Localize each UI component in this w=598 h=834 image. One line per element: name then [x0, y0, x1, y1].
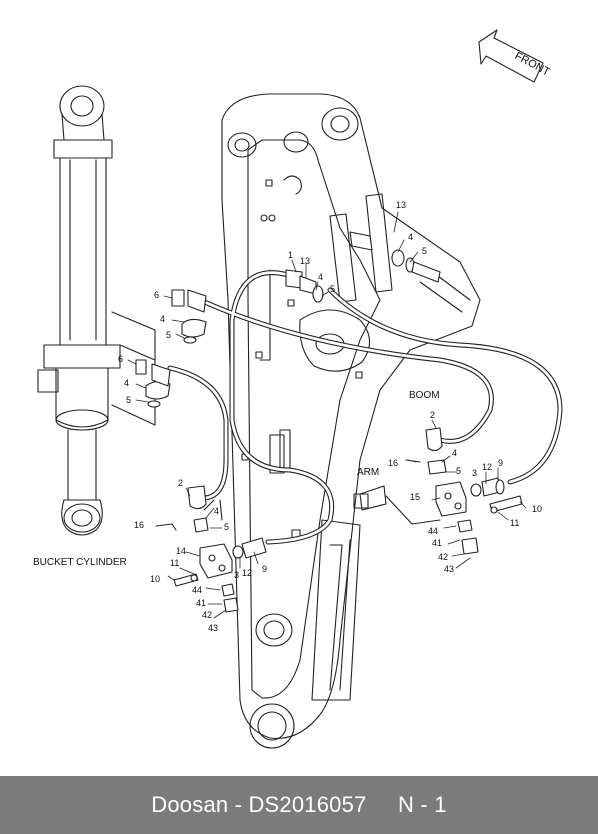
arm-label: ARM [357, 467, 379, 478]
callout-6a: 6 [154, 290, 159, 300]
callout-3-left: 3 [234, 570, 239, 580]
bucket-cylinder-label: BUCKET CYLINDER [33, 557, 127, 568]
callout-9-right: 9 [498, 458, 503, 468]
callout-13b: 13 [396, 200, 406, 210]
callout-4f: 4 [214, 506, 219, 516]
callout-2-right: 2 [430, 410, 435, 420]
callout-4e: 4 [452, 448, 457, 458]
callout-42-left: 42 [202, 610, 212, 620]
callout-5f: 5 [224, 522, 229, 532]
hoses-inner [168, 271, 562, 544]
arm-structure [221, 93, 481, 749]
hydraulic-piping-diagram: FRONT BOOM ARM BUCKET CYLINDER 1 2 2 3 3… [33, 29, 563, 749]
front-arrow [478, 29, 544, 83]
callout-13a: 13 [300, 256, 310, 266]
callout-5b: 5 [422, 246, 427, 256]
footer-bar: Doosan - DS2016057 N - 1 [0, 776, 598, 834]
callout-2-left: 2 [178, 478, 183, 488]
callout-14: 14 [176, 546, 186, 556]
callout-5a: 5 [330, 284, 335, 294]
boom-label: BOOM [409, 390, 440, 401]
right-manifold-group [359, 427, 523, 555]
callout-43-left: 43 [208, 623, 218, 633]
callout-4d: 4 [124, 378, 129, 388]
left-bracket-fittings [135, 289, 207, 408]
bucket-cylinder [37, 85, 156, 536]
callout-5d: 5 [126, 395, 131, 405]
callout-9-left: 9 [262, 564, 267, 574]
callout-4b: 4 [408, 232, 413, 242]
left-manifold-group [155, 485, 267, 613]
front-label: FRONT [513, 50, 552, 79]
callout-1: 1 [288, 250, 293, 260]
leader-lines [127, 211, 527, 619]
callout-44-left: 44 [192, 585, 202, 595]
diagram-area: FRONT BOOM ARM BUCKET CYLINDER 1 2 2 3 3… [33, 29, 563, 749]
callout-41-right: 41 [432, 538, 442, 548]
callout-44-right: 44 [428, 526, 438, 536]
callout-42-right: 42 [438, 552, 448, 562]
callout-5e: 5 [456, 466, 461, 476]
callout-10-right: 10 [532, 504, 542, 514]
top-fittings [285, 231, 441, 303]
footer-part-number: Doosan - DS2016057 N - 1 [151, 792, 447, 817]
callout-41-left: 41 [196, 598, 206, 608]
callout-4c: 4 [160, 314, 165, 324]
callout-11-right: 11 [510, 518, 519, 528]
callout-11-left: 11 [170, 558, 179, 568]
callout-43-right: 43 [444, 564, 454, 574]
callout-4a: 4 [318, 272, 323, 282]
callout-15: 15 [410, 492, 420, 502]
callout-16-left: 16 [134, 520, 144, 530]
callout-12-left: 12 [242, 568, 252, 578]
callout-3-right: 3 [472, 468, 477, 478]
callout-10-left: 10 [150, 574, 160, 584]
callout-5c: 5 [166, 330, 171, 340]
callout-6b: 6 [118, 354, 123, 364]
callout-16-right: 16 [388, 458, 398, 468]
callout-12-right: 12 [482, 462, 492, 472]
part-callouts: 1 2 2 3 3 4 4 4 4 4 4 5 5 5 5 5 5 6 6 9 [118, 200, 542, 633]
